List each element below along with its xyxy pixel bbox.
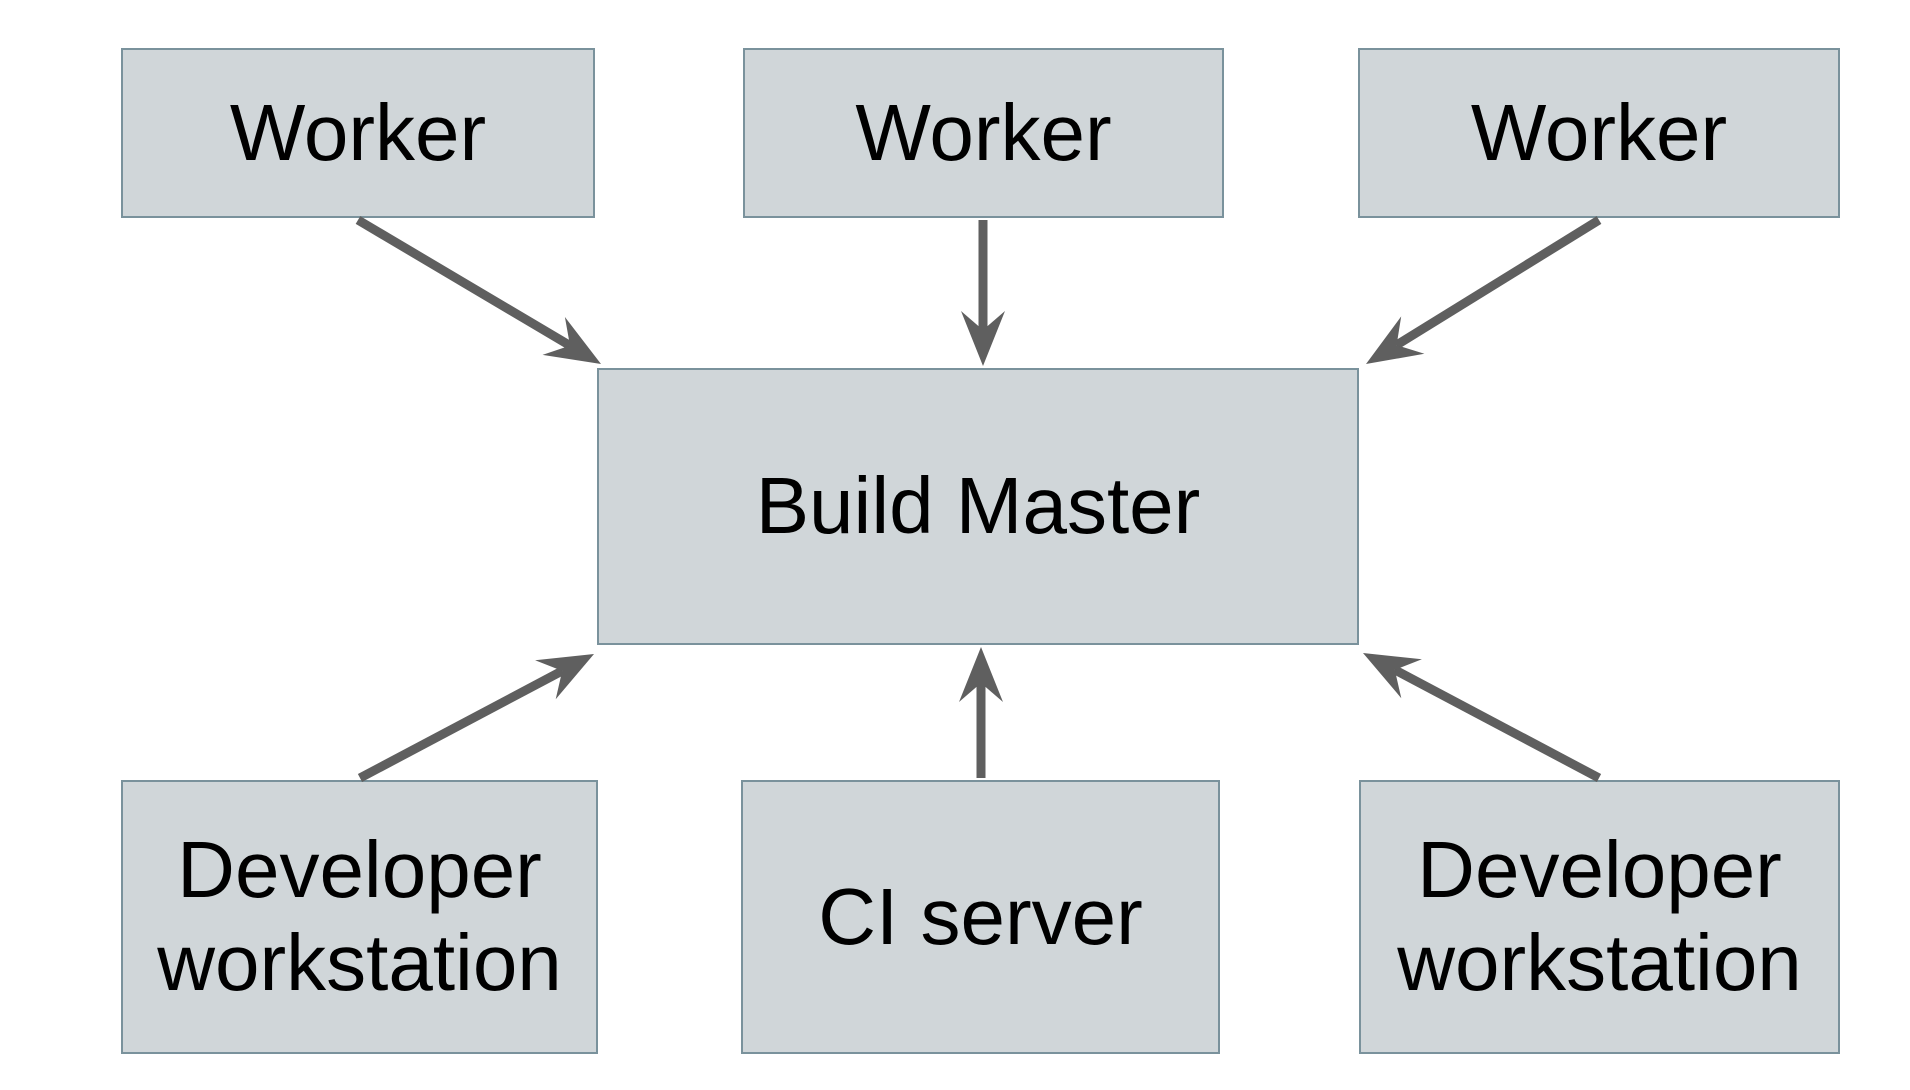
node-worker-right-label: Worker [1470, 87, 1728, 177]
node-build-master: Build Master [597, 368, 1359, 645]
node-worker-left-label: Worker [229, 87, 487, 177]
node-ci-server: CI server [741, 780, 1220, 1054]
node-developer-workstation-left-label: Developer workstation [157, 825, 562, 1007]
node-worker-center: Worker [743, 48, 1224, 218]
arrow-worker-1-to-build-master [355, 216, 601, 364]
node-developer-workstation-right-label: Developer workstation [1397, 825, 1802, 1007]
node-worker-left: Worker [121, 48, 595, 218]
arrow-worker-3-to-build-master [1366, 216, 1602, 364]
arrow-ci-server-to-build-master [959, 647, 1003, 778]
arrow-worker-2-to-build-master [961, 220, 1005, 366]
arrow-dev-workstation-left-to-build-master [357, 654, 594, 782]
node-build-master-label: Build Master [755, 461, 1201, 551]
node-developer-workstation-right: Developer workstation [1359, 780, 1840, 1054]
node-developer-workstation-left: Developer workstation [121, 780, 598, 1054]
node-worker-center-label: Worker [855, 87, 1112, 177]
arrow-dev-workstation-right-to-build-master [1363, 653, 1602, 782]
node-worker-right: Worker [1358, 48, 1840, 218]
node-ci-server-label: CI server [818, 871, 1143, 961]
